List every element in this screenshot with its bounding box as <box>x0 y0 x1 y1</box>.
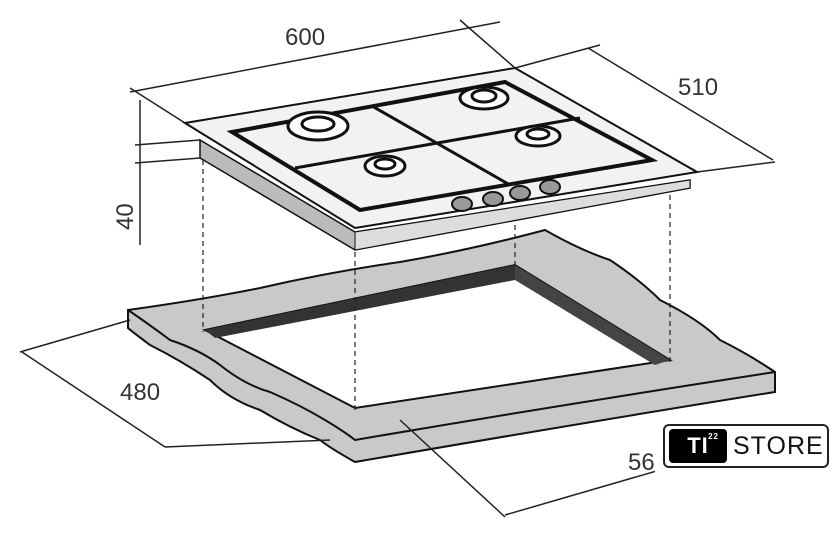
countertop <box>127 228 776 464</box>
projection-lines <box>202 160 671 410</box>
burners <box>286 85 562 178</box>
dimension-cutout-width-label: 56 <box>628 449 655 476</box>
gas-hob <box>182 66 700 251</box>
logo-superscript: 22 <box>708 432 719 441</box>
control-knobs <box>451 179 561 212</box>
logo-mark-text: TI <box>687 433 709 458</box>
logo-mark: TI 22 <box>669 429 727 463</box>
dimension-width-label: 600 <box>285 24 325 51</box>
dimension-cutout-depth-label: 480 <box>120 379 160 406</box>
logo-text: STORE <box>733 431 824 460</box>
dimension-height-label: 40 <box>112 203 139 230</box>
dimension-lines <box>19 19 776 518</box>
store-logo: TI 22 STORE <box>663 424 829 468</box>
dimension-depth-label: 510 <box>678 74 718 101</box>
